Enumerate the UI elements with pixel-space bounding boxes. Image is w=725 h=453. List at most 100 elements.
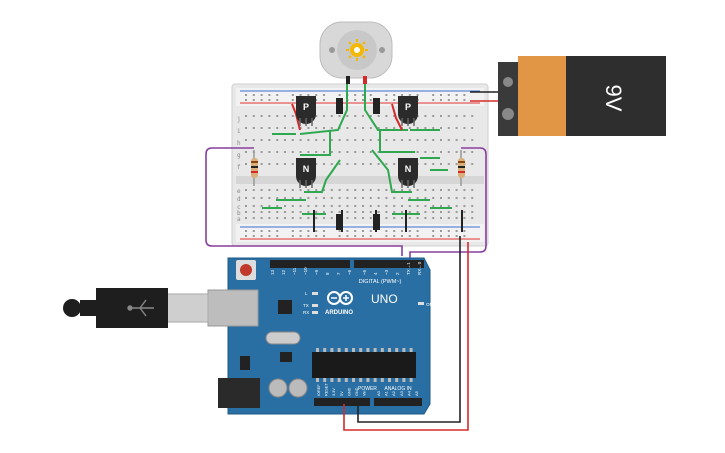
row-letter-a: a (237, 216, 241, 223)
arduino-logo-icon (327, 291, 353, 305)
transistor-bottom-left[interactable]: N (296, 158, 316, 188)
digital-pin-label: 7 (336, 272, 341, 275)
row-letter-c: c (237, 204, 241, 211)
capacitor-2 (288, 378, 308, 398)
green-wire-right-n[interactable] (371, 149, 412, 193)
motor-terminal-black (346, 76, 350, 84)
battery-cap (498, 62, 518, 136)
bottom-power-rail (236, 224, 484, 242)
digital-pin-label: 4 (373, 272, 378, 275)
digital-pin-label: 8 (325, 272, 330, 275)
battery-9v[interactable]: 9V (470, 56, 666, 136)
arduino-power-wires[interactable] (343, 236, 469, 431)
digital-header-left (270, 260, 350, 268)
tx-led-label: TX (303, 303, 309, 308)
small-chip (280, 352, 292, 362)
sun-icon (346, 39, 368, 61)
green-wire-left-mid[interactable] (300, 130, 331, 156)
dc-motor[interactable] (319, 21, 393, 84)
rx-led-label: RX (303, 310, 309, 315)
digital-header-right (354, 260, 424, 268)
resistor-right[interactable] (458, 150, 465, 186)
analog-pin-label: A4 (406, 390, 411, 396)
analog-pin-label: A3 (399, 390, 404, 396)
center-channel (236, 176, 484, 184)
power-pin-label: Vin (363, 391, 367, 396)
digital-pin-label: TX→1 (406, 262, 411, 275)
dc-power-jack[interactable] (218, 378, 260, 408)
digital-pin-label: ~3 (384, 269, 389, 275)
usb-cable-end (63, 299, 81, 317)
transistor-label-top-right: P (405, 102, 411, 112)
green-wires[interactable] (262, 82, 452, 215)
digital-pin-label: ~5 (362, 269, 367, 275)
diode-bottom-right[interactable] (373, 214, 380, 230)
gnd-wire[interactable] (357, 236, 461, 423)
arduino-brand-label: ARDUINO (325, 310, 353, 316)
analog-pin-label: A2 (391, 390, 396, 396)
purple-wires[interactable] (205, 147, 487, 258)
green-wire-left-n[interactable] (304, 159, 341, 193)
digital-pin-label: RX←0 (417, 261, 422, 275)
regulator (240, 356, 250, 370)
row-letter-f: f (237, 164, 241, 171)
crystal-oscillator (265, 331, 301, 345)
digital-pin-label: ~11 (292, 267, 297, 275)
purple-wire-left[interactable] (205, 147, 403, 256)
breadboard[interactable]: j i h g f e d c b a (231, 83, 489, 247)
usb-port[interactable] (207, 289, 259, 327)
usb-cable[interactable] (63, 288, 209, 328)
green-wire-motor-left[interactable] (299, 82, 348, 135)
diode-top-right[interactable] (373, 98, 380, 114)
analog-pin-label: A1 (384, 390, 389, 396)
analog-pin-label: A5 (414, 390, 419, 396)
resistor-left[interactable] (251, 150, 258, 186)
power-pin-label: GND (347, 387, 351, 396)
transistor-label-bottom-left: N (303, 164, 310, 174)
on-led-label: ON (426, 302, 433, 307)
power-pin-label: GND (355, 387, 359, 396)
transistor-bottom-right[interactable]: N (398, 158, 418, 188)
power-pin-label: RESET (325, 383, 329, 396)
analog-pin-label: A0 (376, 390, 381, 396)
diode-top-left[interactable] (336, 98, 343, 114)
diodes[interactable] (336, 98, 380, 230)
transistor-top-right[interactable]: P (398, 96, 418, 126)
l-led-label: L (305, 291, 308, 296)
red-jumper-right[interactable] (391, 103, 403, 131)
power-pin-label: 3.3V (332, 388, 336, 396)
digital-pin-label: ~9 (314, 269, 319, 275)
row-letter-e: e (237, 188, 241, 195)
reset-button-cap[interactable] (240, 264, 252, 276)
power-label: POWER (358, 386, 377, 392)
digital-pin-label: ~6 (347, 269, 352, 275)
power-pin-label: IOREF (317, 384, 321, 396)
green-wire-motor-right[interactable] (364, 82, 408, 131)
analog-header (374, 398, 422, 406)
diode-bottom-left[interactable] (336, 214, 343, 230)
row-letter-i: i (237, 128, 241, 135)
breadboard-holes (245, 94, 474, 237)
motor-terminal-red (363, 76, 367, 84)
resistors[interactable] (251, 150, 465, 186)
row-letter-h: h (237, 140, 241, 147)
green-wire-right-mid[interactable] (379, 130, 415, 153)
uno-label: UNO (371, 292, 398, 306)
purple-wire-right[interactable] (409, 147, 487, 258)
analog-label: ANALOG IN (384, 386, 412, 392)
transistor-top-left[interactable]: P (296, 96, 316, 126)
battery-orange-body (518, 56, 566, 136)
digital-pin-label: 13 (270, 269, 275, 275)
chip-pins (316, 348, 413, 382)
atmega-chip (312, 352, 416, 378)
row-letters: j i h g f e d c b a (237, 116, 241, 223)
battery-black-body (566, 56, 666, 136)
5v-wire[interactable] (343, 242, 469, 431)
capacitor-1 (268, 378, 288, 398)
row-letter-b: b (237, 210, 241, 217)
